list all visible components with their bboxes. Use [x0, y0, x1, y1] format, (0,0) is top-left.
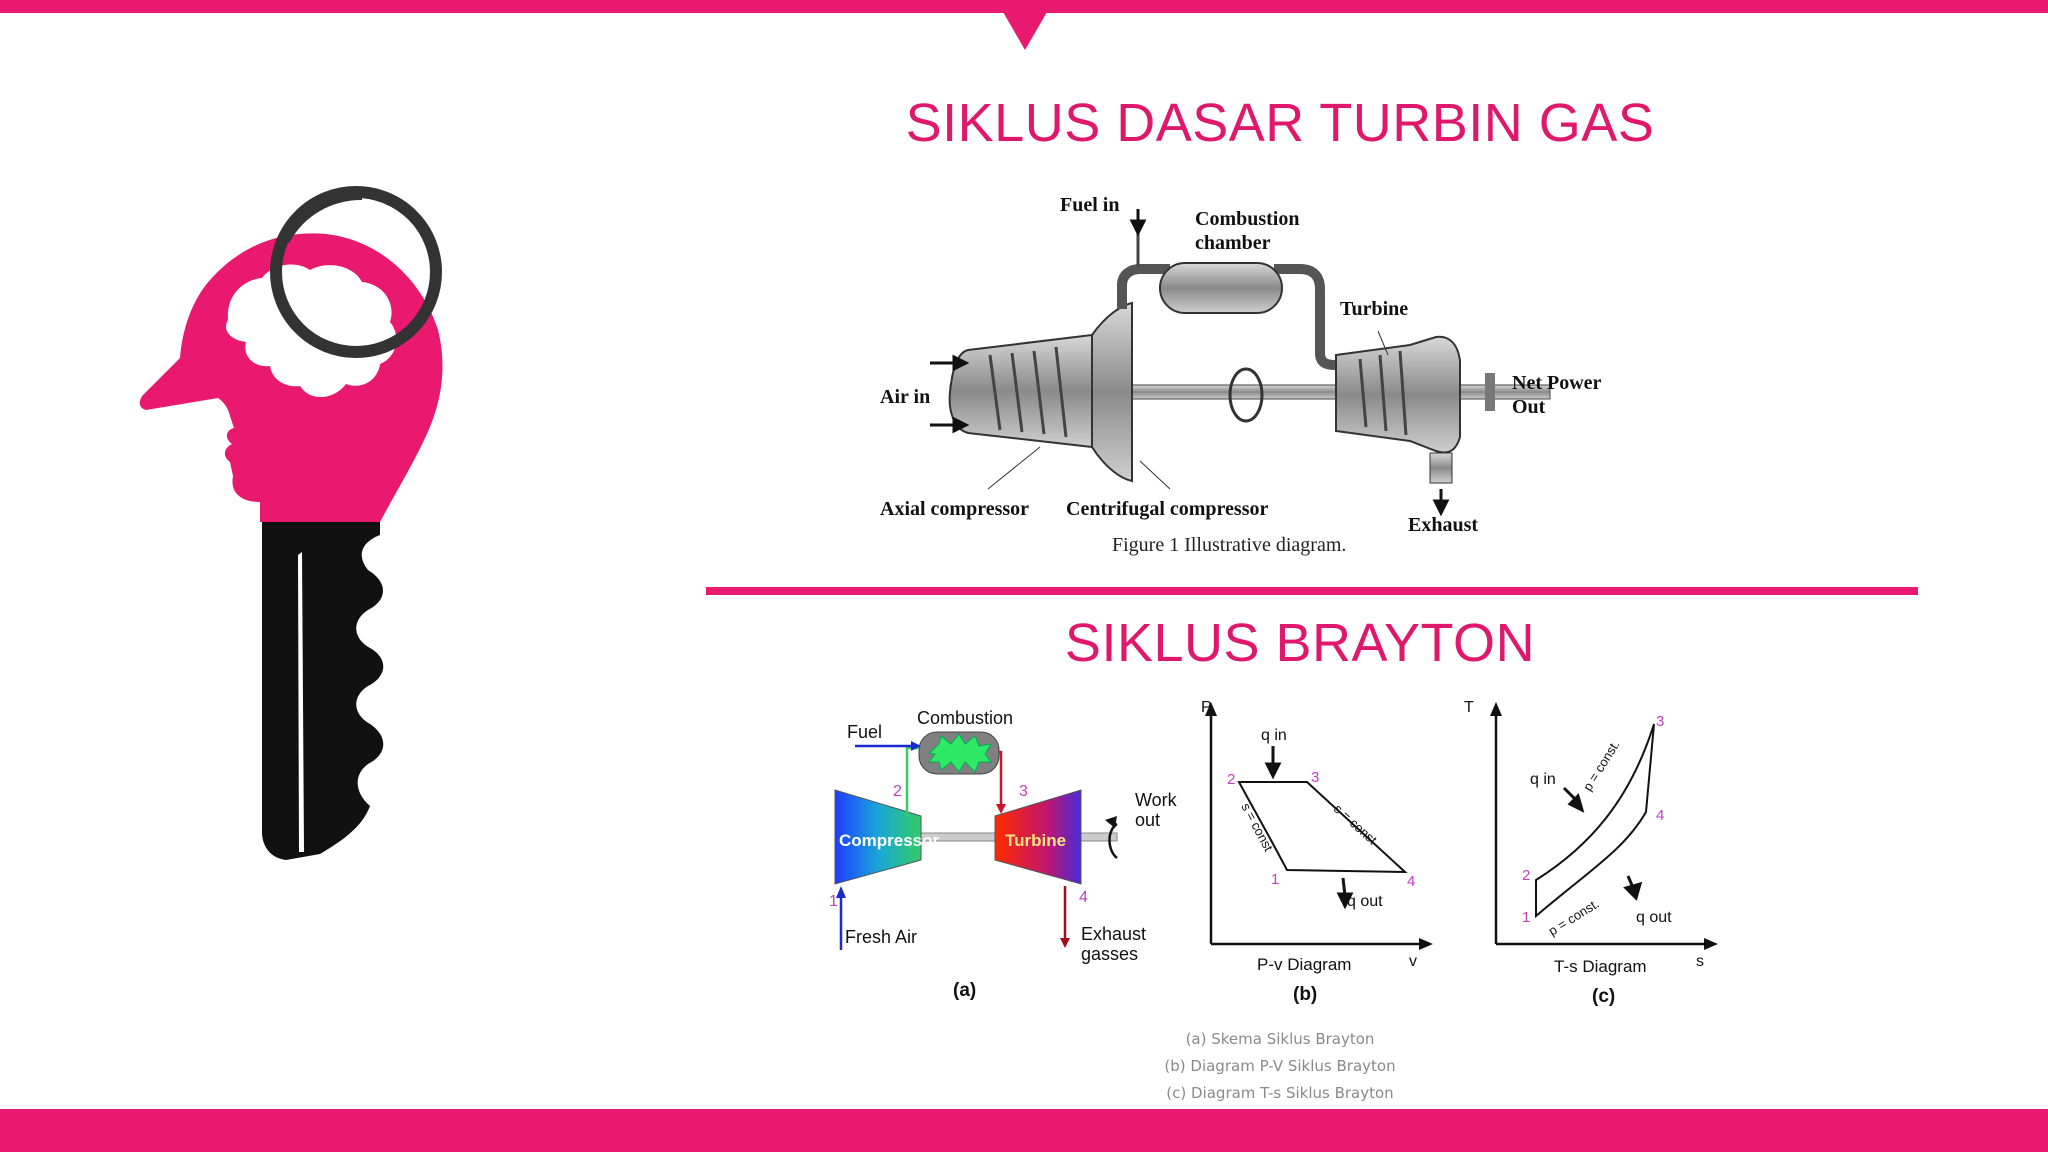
- label-combustion-1: Combustion: [1195, 208, 1299, 230]
- label-centrifugal: Centrifugal compressor: [1066, 498, 1268, 520]
- label-turbine: Turbine: [1340, 298, 1408, 320]
- flow-3: [999, 750, 1003, 808]
- ts-diagram: T s q in q out p = const. p = const. 1 2…: [1464, 699, 1718, 1007]
- title-siklus-dasar: SIKLUS DASAR TURBIN GAS: [905, 93, 1655, 153]
- key-ring-front: [278, 188, 363, 244]
- flow-2: [905, 746, 919, 816]
- title-siklus-brayton: SIKLUS BRAYTON: [1064, 613, 1536, 673]
- label-air-in: Air in: [880, 386, 930, 408]
- ts-p-const-top: p = const.: [1580, 738, 1623, 794]
- ts-node-3: 3: [1656, 713, 1664, 730]
- pv-x-label: v: [1409, 953, 1417, 970]
- pv-node-2: 2: [1227, 771, 1235, 788]
- brayton-schematic: Compressor Turbine Fuel Combustion Work …: [829, 708, 1178, 1001]
- node-2: 2: [893, 783, 902, 800]
- output-flange: [1485, 373, 1495, 411]
- caption-c: (c) Diagram T-s Siklus Brayton: [1166, 1084, 1394, 1102]
- pv-diagram: P v q in q out s = const s = const 1 2 3…: [1201, 699, 1433, 1005]
- pipe-to-turbine: [1274, 264, 1337, 370]
- ts-q-out-label: q out: [1636, 909, 1672, 926]
- shaft-ring: [1228, 367, 1264, 423]
- ts-cycle: [1535, 723, 1655, 919]
- exhaust-duct: [1429, 452, 1453, 484]
- pv-node-3: 3: [1311, 769, 1319, 786]
- brain-shape: [226, 264, 397, 398]
- label-combustion-2: chamber: [1195, 232, 1271, 254]
- work-label-2: out: [1135, 810, 1160, 830]
- top-accent-bar: [0, 0, 2048, 13]
- figure1-caption: Figure 1 Illustrative diagram.: [1112, 534, 1346, 556]
- label-net-power-1: Net Power: [1512, 372, 1602, 394]
- ts-node-1: 1: [1522, 909, 1530, 926]
- ts-x-label: s: [1696, 953, 1704, 970]
- pv-cycle: [1237, 781, 1408, 874]
- pv-diagram-name: P-v Diagram: [1257, 955, 1351, 974]
- caption-a: (a) Skema Siklus Brayton: [1185, 1030, 1375, 1048]
- caption-b: (b) Diagram P-V Siklus Brayton: [1164, 1057, 1396, 1075]
- fresh-air-label: Fresh Air: [845, 927, 917, 947]
- ts-q-in-label: q in: [1530, 771, 1556, 788]
- turbine-label: Turbine: [1005, 831, 1066, 850]
- ts-node-4: 4: [1656, 807, 1664, 824]
- turbine-block: [994, 789, 1082, 885]
- gas-turbine-illustration: Fuel in Combustion chamber Turbine Air i…: [880, 194, 1602, 556]
- ts-node-2: 2: [1522, 867, 1530, 884]
- node-4: 4: [1079, 889, 1088, 906]
- pv-q-in-label: q in: [1261, 727, 1287, 744]
- key-head-logo: [139, 186, 443, 860]
- combustion-flame: [927, 733, 992, 773]
- node-3: 3: [1019, 783, 1028, 800]
- exhaust-label-1: Exhaust: [1081, 924, 1146, 944]
- label-net-power-2: Out: [1512, 396, 1546, 418]
- combustion-chamber: [1159, 262, 1283, 314]
- combustion-label: Combustion: [917, 708, 1013, 728]
- pv-y-label: P: [1201, 699, 1212, 716]
- pv-node-4: 4: [1407, 873, 1415, 890]
- key-shaft: [262, 505, 384, 860]
- fuel-label: Fuel: [847, 722, 882, 742]
- label-a: (a): [953, 980, 976, 1001]
- node-1: 1: [829, 893, 838, 910]
- pipe-to-combustor: [1117, 264, 1170, 309]
- pv-q-out-label: q out: [1347, 893, 1383, 910]
- top-notch: [1003, 12, 1047, 50]
- pv-s-const-left: s = const: [1238, 800, 1276, 854]
- label-fuel-in: Fuel in: [1060, 194, 1119, 216]
- ts-y-label: T: [1464, 699, 1474, 716]
- section-divider: [706, 587, 1918, 595]
- label-axial: Axial compressor: [880, 498, 1029, 520]
- pv-s-const-right: s = const: [1331, 801, 1380, 847]
- compressor-label: Compressor: [839, 831, 940, 850]
- exhaust-label-2: gasses: [1081, 944, 1138, 964]
- key-groove: [298, 552, 304, 852]
- centrifugal-compressor: [1091, 301, 1133, 483]
- label-b: (b): [1293, 984, 1317, 1005]
- ts-diagram-name: T-s Diagram: [1554, 957, 1647, 976]
- label-c: (c): [1592, 986, 1615, 1007]
- pv-node-1: 1: [1271, 871, 1279, 888]
- turbine-housing: [1335, 335, 1461, 454]
- compressor-block: [834, 789, 922, 885]
- work-label-1: Work: [1135, 790, 1178, 810]
- label-exhaust: Exhaust: [1408, 514, 1478, 536]
- bottom-accent-bar: [0, 1109, 2048, 1152]
